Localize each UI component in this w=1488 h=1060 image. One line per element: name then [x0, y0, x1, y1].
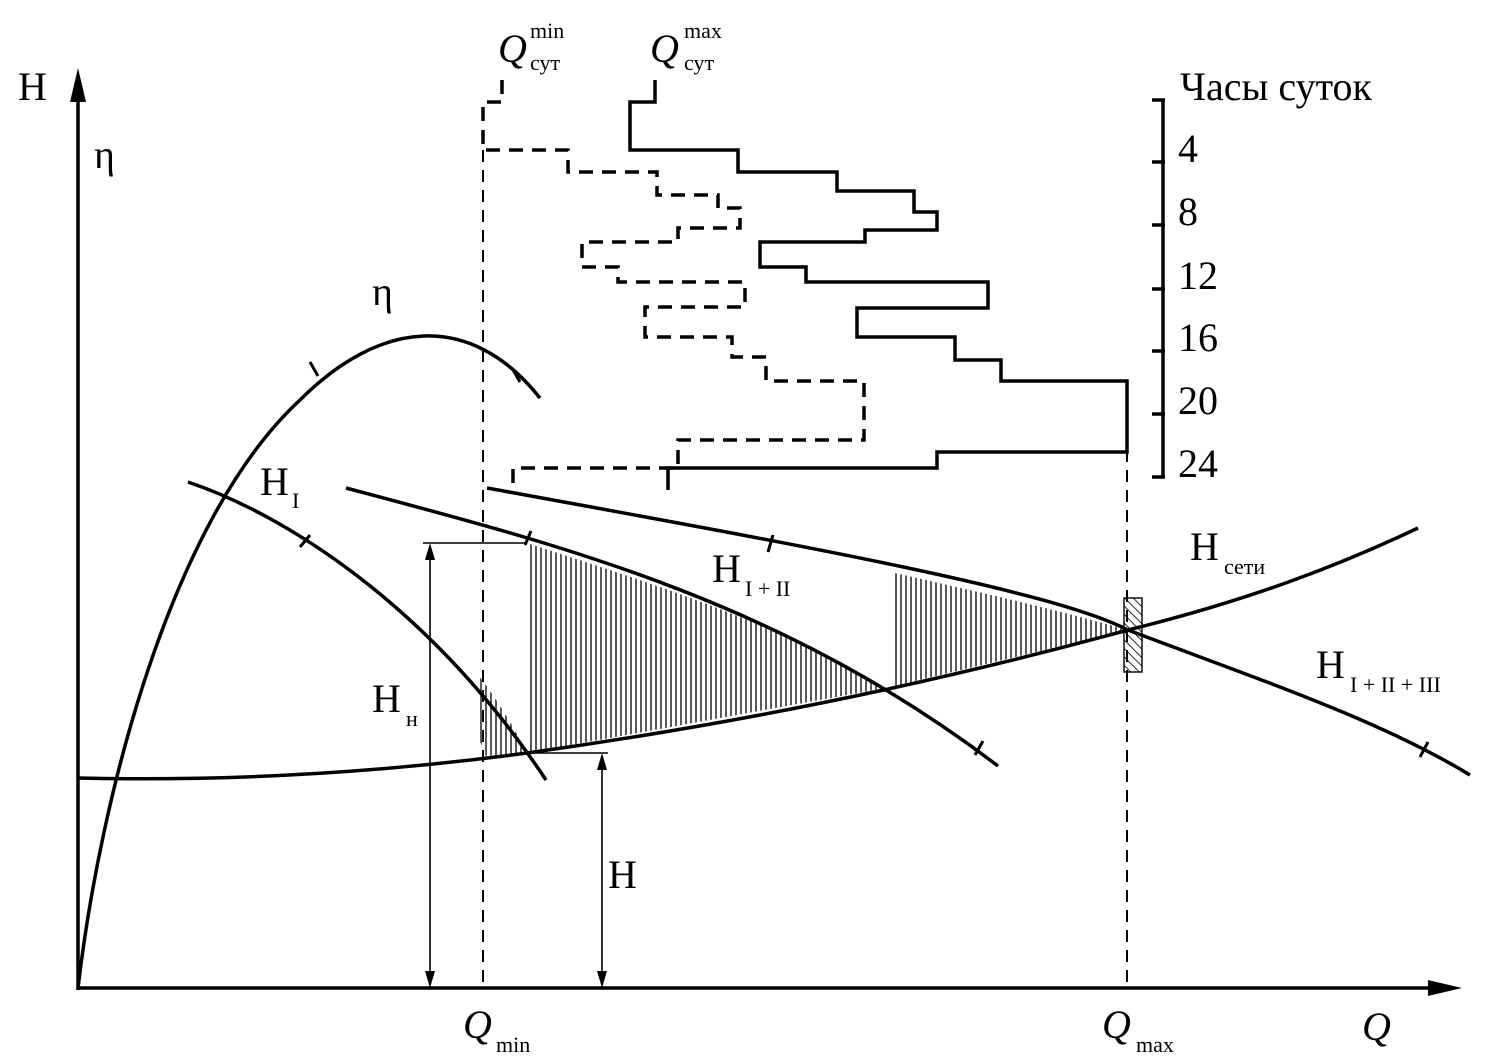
qsut-max-histogram — [628, 80, 1129, 490]
h1-label: H — [260, 459, 289, 504]
qsut-min-sup: min — [530, 18, 564, 43]
y-axis-label: H — [18, 64, 47, 109]
h1-tick — [298, 534, 312, 548]
qsut-max-sub: сут — [684, 50, 714, 75]
hours-label-16: 16 — [1178, 315, 1218, 360]
h1-sub: I — [292, 488, 299, 513]
curves — [76, 334, 1471, 989]
h12-sub: I + II — [745, 576, 790, 601]
hatch-middle — [527, 543, 886, 753]
eta-tick-1 — [308, 361, 320, 377]
hours-label-20: 20 — [1178, 378, 1218, 423]
hours-scale: Часы суток 4 8 12 16 20 24 — [1152, 64, 1373, 486]
h123-sub: I + II + III — [1350, 672, 1441, 697]
h12-label: H — [712, 546, 741, 591]
h-dim-label: H — [608, 852, 637, 897]
hatch-right — [895, 573, 1128, 686]
network-curve — [77, 526, 1419, 781]
h123-curve — [486, 486, 1471, 777]
qsut-min-label: Q — [498, 26, 527, 71]
qsut-min-sub: сут — [530, 50, 560, 75]
axes: H η Q — [18, 64, 1462, 1049]
eta-axis-label: η — [94, 132, 115, 177]
qsut-max-sup: max — [684, 18, 722, 43]
hn-arrow-bottom-icon — [425, 971, 435, 988]
eta-tick-2 — [510, 367, 522, 383]
qmax-label: Q — [1102, 1002, 1131, 1047]
x-axis-label: Q — [1362, 1004, 1391, 1049]
qsut-min-histogram — [481, 80, 866, 490]
dashed-guides — [482, 150, 1128, 988]
daily-histograms — [481, 80, 1129, 490]
eta-curve — [76, 334, 542, 989]
h-arrow-bottom-icon — [597, 971, 607, 988]
qsut-max-label: Q — [650, 26, 679, 71]
h12-tick-2 — [973, 740, 985, 756]
h-arrow-top-icon — [597, 753, 607, 770]
h123-tick-2 — [1418, 741, 1430, 758]
dimension-lines — [423, 542, 608, 988]
h123-tick-1 — [766, 534, 775, 553]
hours-label-12: 12 — [1178, 253, 1218, 298]
hours-label-24: 24 — [1178, 441, 1218, 486]
y-axis-arrow-icon — [70, 68, 86, 102]
qmin-label: Q — [463, 1002, 492, 1047]
qmin-sub: min — [496, 1032, 530, 1057]
h1-curve — [187, 480, 548, 781]
hn-sub: н — [406, 706, 418, 731]
hnet-sub: сети — [1224, 554, 1265, 579]
hatched-regions — [480, 543, 1143, 756]
h123-label: H — [1316, 642, 1345, 687]
qsut-labels: Q min сут Q max сут — [498, 18, 722, 75]
hn-label: H — [372, 676, 401, 721]
hn-arrow-top-icon — [425, 543, 435, 560]
hours-scale-title: Часы суток — [1180, 64, 1373, 109]
hours-label-4: 4 — [1178, 126, 1198, 171]
x-axis-arrow-icon — [1428, 980, 1462, 996]
hnet-label: H — [1190, 524, 1219, 569]
curve-labels: η H I H I + II H сети H I + II + III H н… — [260, 269, 1441, 897]
x-marks: Q min Q max — [463, 1002, 1174, 1057]
hatch-left — [480, 677, 525, 756]
qmax-sub: max — [1136, 1032, 1174, 1057]
h12-curve — [345, 486, 1000, 768]
hours-label-8: 8 — [1178, 189, 1198, 234]
eta-curve-label: η — [372, 269, 393, 314]
